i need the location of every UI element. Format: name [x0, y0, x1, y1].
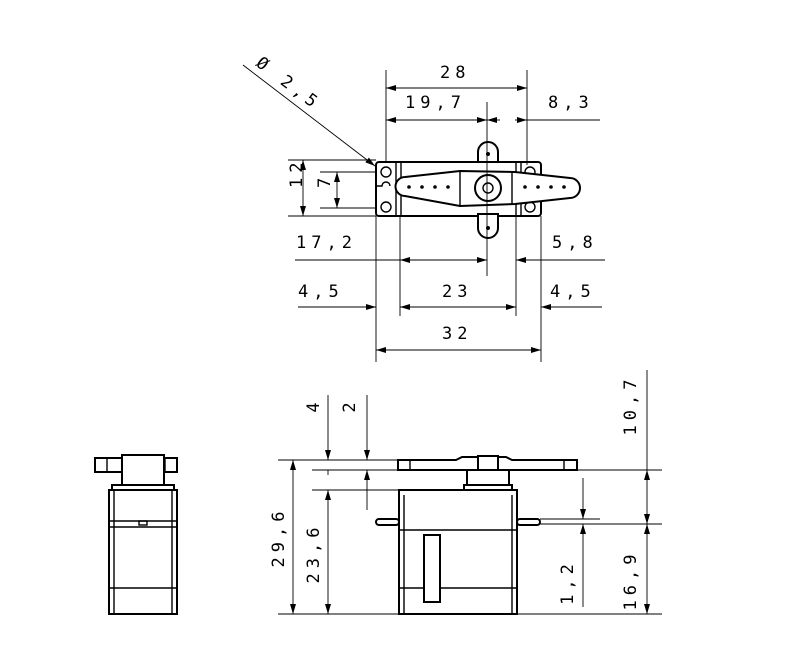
- servo-horn-top: [394, 141, 581, 239]
- right-ear-4-5-label: 4,5: [550, 282, 596, 302]
- top-view: Ø 2,5 28 19,7 8,3 12 7 17,2 5,8 4,5 23 4…: [242, 53, 605, 362]
- thickness-2-label: 2: [340, 397, 360, 412]
- front-view: 29,6 23,6 4 2 1,2 10,7 16,9: [269, 370, 662, 615]
- front-dimensions: [278, 370, 662, 615]
- height-29-6-label: 29,6: [269, 507, 289, 568]
- gap-4-label: 4: [304, 397, 324, 412]
- hole-spacing-7-label: 7: [315, 173, 335, 188]
- height-23-6-label: 23,6: [304, 523, 324, 584]
- flange-1-2-label: 1,2: [558, 559, 578, 605]
- length-17-2-label: 17,2: [296, 233, 357, 253]
- height-16-9-label: 16,9: [621, 550, 641, 611]
- hole-diameter-label: Ø 2,5: [252, 53, 325, 115]
- left-ear-4-5-label: 4,5: [298, 282, 344, 302]
- side-view: [94, 454, 178, 615]
- length-8-3-label: 8,3: [548, 93, 594, 113]
- width-23-label: 23: [442, 282, 472, 302]
- mount-hole: [380, 201, 392, 213]
- length-19-7-label: 19,7: [405, 93, 466, 113]
- mount-hole: [380, 166, 392, 178]
- top-dimensions: [242, 64, 605, 362]
- width-32-label: 32: [442, 324, 472, 344]
- height-10-7-label: 10,7: [621, 375, 641, 436]
- length-5-8-label: 5,8: [552, 233, 598, 253]
- height-12-label: 12: [287, 158, 307, 188]
- length-28-label: 28: [440, 63, 470, 83]
